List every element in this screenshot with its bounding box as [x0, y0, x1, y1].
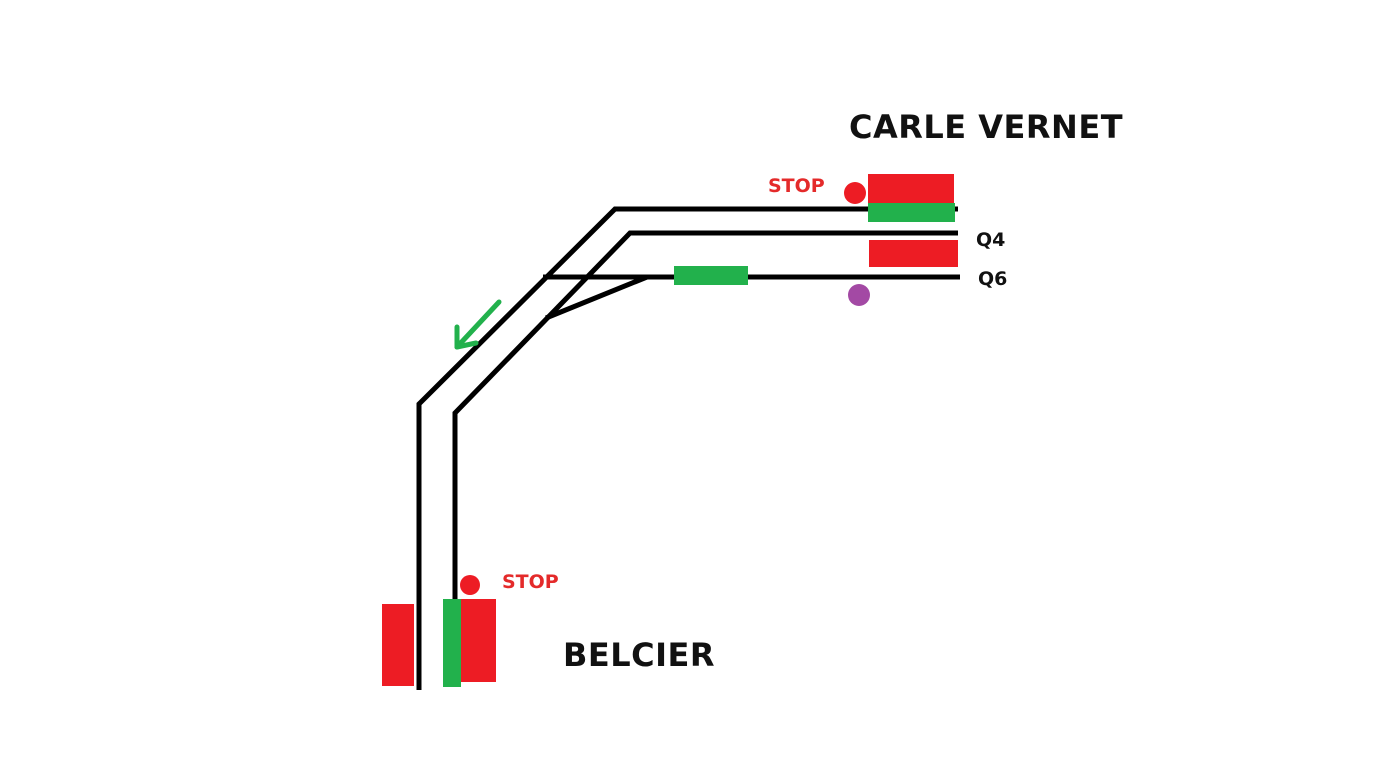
track-label-q6: Q6 — [978, 268, 1008, 290]
station-label-south: BELCIER — [563, 636, 716, 674]
occupied-block-north-2 — [869, 240, 958, 267]
track-switch — [545, 274, 648, 321]
stop-label-north: STOP — [768, 175, 825, 197]
stop-signal-south — [460, 575, 480, 595]
track-main-outer — [416, 206, 958, 690]
stop-signal-north — [844, 182, 866, 204]
occupied-block-north-1 — [868, 174, 954, 203]
train-north — [868, 203, 955, 222]
direction-arrow-icon — [454, 299, 502, 350]
track-label-q4: Q4 — [976, 229, 1006, 251]
marker-purple — [848, 284, 870, 306]
station-label-north: CARLE VERNET — [849, 108, 1124, 146]
occupied-block-south-right — [461, 599, 496, 682]
occupied-block-south-left — [382, 604, 414, 686]
train-q6 — [674, 266, 748, 285]
track-q4 — [452, 230, 958, 687]
train-south — [443, 599, 461, 687]
stop-label-south: STOP — [502, 571, 559, 593]
